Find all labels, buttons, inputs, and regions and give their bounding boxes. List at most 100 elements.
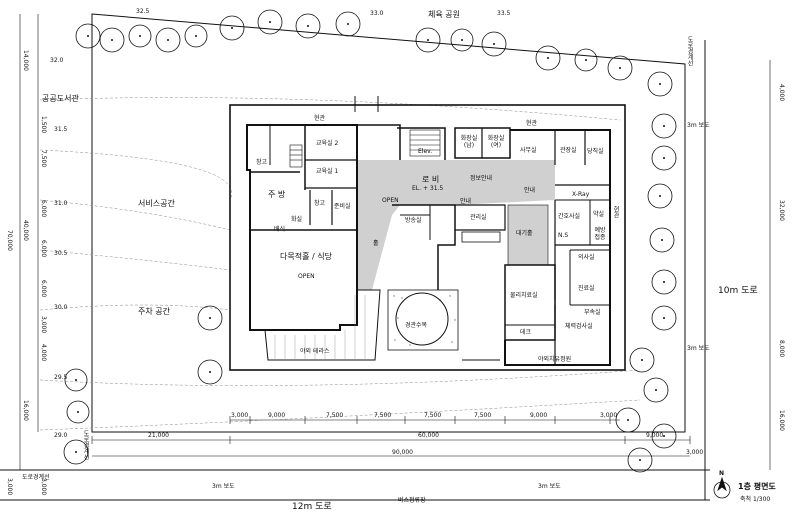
dim-bottom-seg: 9,000 xyxy=(530,412,548,419)
elev-left: 30.0 xyxy=(54,304,68,311)
room-ns: N.S xyxy=(558,232,569,239)
dim-bottom-90000: 90,000 xyxy=(392,449,413,456)
dim-left-seg: 1,500 xyxy=(40,116,47,134)
wall-mgmt xyxy=(455,204,506,231)
north-arrow xyxy=(713,476,731,499)
contour-line xyxy=(39,399,641,431)
room-waiting: 대기홀 xyxy=(516,230,533,237)
dim-left-seg: 6,000 xyxy=(40,240,47,258)
dim-left-bottom: 16,000 xyxy=(22,400,29,421)
room-storage-1: 창고 xyxy=(256,159,268,166)
dim-bottom-9000-right: 9,000 xyxy=(646,432,664,439)
room-storage-3: 부속실 xyxy=(584,309,601,316)
dim-bottom-3000-right: 3,000 xyxy=(686,449,704,456)
dim-bottom-21000: 21,000 xyxy=(148,432,169,439)
courtyard-dots xyxy=(393,295,456,346)
room-broadcast: 방송실 xyxy=(405,217,422,224)
site-trees xyxy=(63,9,677,473)
site-boundary-line xyxy=(91,13,686,433)
dim-top-right: 33.5 xyxy=(497,10,511,17)
dimension-ticks xyxy=(91,416,691,444)
wall-right-block xyxy=(504,129,611,366)
label-road-boundary-right: 도로경계선 xyxy=(686,36,693,66)
room-doctor: 의사실 xyxy=(578,254,595,261)
room-entrance-3: 현관 xyxy=(612,206,619,218)
label-bus-stop: 버스정류장 xyxy=(398,497,426,504)
label-sidewalk-right-top: 3m 보도 xyxy=(687,122,710,129)
room-elev: Elev. xyxy=(418,148,433,155)
label-sidewalk-bottom-right: 3m 보도 xyxy=(538,483,561,490)
room-lobby: 로 비 xyxy=(422,175,440,184)
room-guide: 안내 xyxy=(524,187,536,194)
contour-line xyxy=(39,304,231,311)
room-info-center: 정보안내 xyxy=(470,175,493,182)
dim-bottom-seg: 7,500 xyxy=(326,412,344,419)
dim-left-seg: 3,000 xyxy=(40,316,47,334)
dim-bottom-seg: 3,000 xyxy=(231,412,249,419)
contour-line xyxy=(39,149,232,201)
dim-bottom-seg: 7,500 xyxy=(474,412,492,419)
dim-left-total: 70,000 xyxy=(6,230,13,251)
dim-right-total: 32,000 xyxy=(778,200,785,221)
room-dining: 다목적홀 / 식당 xyxy=(280,252,332,261)
room-deck: 데크 xyxy=(520,329,532,336)
dim-left-mid: 40,000 xyxy=(22,220,29,241)
label-sidewalk-right-bottom: 3m 보도 xyxy=(687,345,710,352)
terrace-hatching xyxy=(274,295,366,360)
drawing-scale: 축척 1/300 xyxy=(740,496,771,503)
dim-right-bottom: 16,000 xyxy=(778,410,785,431)
label-road-10m: 10m 도로 xyxy=(718,286,758,296)
contour-line xyxy=(39,97,621,121)
stair-symbol xyxy=(289,129,441,168)
dim-top-mid: 33.0 xyxy=(370,10,384,17)
elev-left: 31.0 xyxy=(54,200,68,207)
room-office: 사무실 xyxy=(520,147,537,154)
dim-left-seg: 6,000 xyxy=(40,200,47,218)
room-classroom-2: 교육실 2 xyxy=(316,140,339,147)
entrance-marks xyxy=(354,96,500,361)
north-label: N xyxy=(719,470,725,477)
label-road-12m: 12m 도로 xyxy=(292,502,332,512)
room-xray: X-Ray xyxy=(572,191,590,198)
room-landscape: 경관수목 xyxy=(405,322,428,329)
room-restroom-staff: 화실 xyxy=(291,216,303,223)
dim-bottom-seg: 7,500 xyxy=(374,412,392,419)
room-serving: 배식 xyxy=(274,226,286,233)
room-pharmacy: 약실 xyxy=(593,211,605,218)
elev-left: 31.5 xyxy=(54,126,68,133)
label-sports-park: 체육 공원 xyxy=(428,10,460,19)
room-therapy: 물리치료실 xyxy=(510,292,538,299)
room-entrance-2: 현관 xyxy=(526,120,538,127)
elev-left: 32.0 xyxy=(50,57,64,64)
room-vaccination: 예방 접종 xyxy=(594,227,606,241)
wall-stair-block xyxy=(397,127,446,160)
label-road-boundary-bottom: 도로경계선 xyxy=(22,474,50,481)
dim-top-left: 32.5 xyxy=(136,8,150,15)
landscape-tree-circle xyxy=(395,292,449,346)
waiting-hall-area xyxy=(507,204,549,266)
wall-broadcast xyxy=(392,204,456,290)
drawing-title: 1층 평면도 xyxy=(738,482,776,491)
room-nurse-top: 당직실 xyxy=(587,148,604,155)
tree-centers xyxy=(75,21,665,461)
room-prep: 준비실 xyxy=(334,203,351,210)
label-service-space: 서비스공간 xyxy=(138,199,175,208)
deck xyxy=(504,324,556,341)
room-restroom-f: 화장실 (여) xyxy=(487,135,505,149)
dim-bottom-seg: 3,000 xyxy=(600,412,618,419)
contour-line xyxy=(39,249,231,271)
contour-line xyxy=(39,199,231,231)
courtyard xyxy=(387,289,459,351)
room-outdoor-garden: 야외치유정원 xyxy=(538,356,572,363)
building-platform xyxy=(229,104,626,371)
room-dining-open: OPEN xyxy=(298,273,315,280)
room-classroom-1: 교육실 1 xyxy=(316,168,339,175)
dim-left-top: 14,000 xyxy=(22,50,29,71)
dim-left-3000-bottom: 3,000 xyxy=(6,478,13,496)
room-hall: 홀 xyxy=(373,240,379,247)
room-info-desk: 안내 xyxy=(460,198,472,205)
dim-right-mid: 8,000 xyxy=(778,340,785,358)
room-terrace: 야외 테라스 xyxy=(300,348,330,355)
elev-left: 29.5 xyxy=(54,374,68,381)
